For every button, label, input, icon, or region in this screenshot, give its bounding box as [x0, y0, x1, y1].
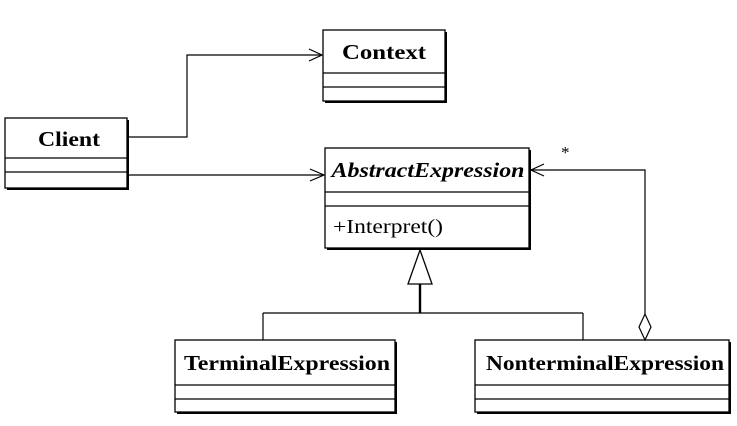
- class-terminal-expression: TerminalExpression: [174, 339, 397, 414]
- generalization-hollow-triangle: [407, 248, 433, 285]
- class-abstract-expression-operation: +Interpret(): [333, 216, 443, 238]
- class-context-name: Context: [342, 40, 426, 64]
- class-nonterminal-expression-name: NonterminalExpression: [486, 351, 724, 375]
- class-client-name: Client: [38, 127, 100, 151]
- association-client-context-arrowhead: [308, 48, 324, 62]
- class-terminal-expression-box: [174, 339, 396, 413]
- class-context-box: [322, 29, 446, 102]
- aggregation-nonterminal-abstract: *: [529, 143, 652, 342]
- class-abstract-expression-box: [324, 147, 530, 249]
- class-nonterminal-expression-box: [474, 339, 730, 413]
- association-client-context: [129, 48, 324, 138]
- class-terminal-expression-name: TerminalExpression: [184, 351, 390, 375]
- generalization: [262, 248, 584, 340]
- association-client-context-line: [129, 54, 321, 138]
- class-client-box: [4, 117, 128, 189]
- aggregation-hollow-diamond: [638, 312, 652, 342]
- class-nonterminal-expression: NonterminalExpression: [474, 339, 731, 414]
- class-client: Client: [4, 117, 129, 190]
- aggregation-arrowhead: [529, 163, 545, 177]
- aggregation-line: [531, 169, 646, 314]
- association-client-abstract-expression-arrowhead: [309, 168, 326, 182]
- class-abstract-expression: AbstractExpression +Interpret(): [324, 147, 531, 250]
- class-abstract-expression-name: AbstractExpression: [329, 158, 524, 182]
- class-context: Context: [322, 29, 447, 103]
- association-client-abstract-expression: [129, 168, 326, 182]
- aggregation-multiplicity-label: *: [561, 143, 570, 162]
